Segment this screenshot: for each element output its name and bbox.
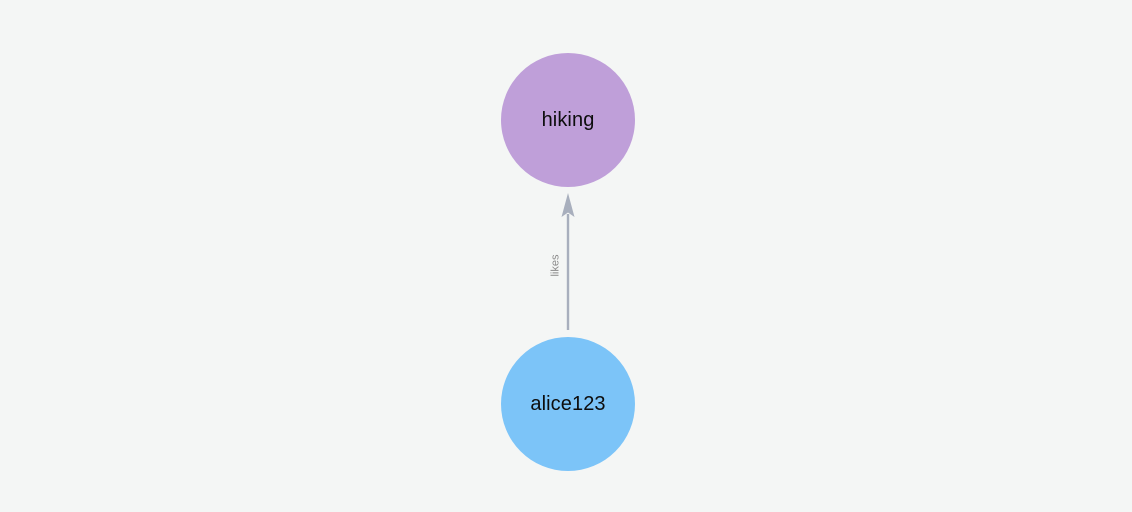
- edge-alice123-likes-hiking[interactable]: [561, 193, 575, 330]
- edge-label-likes: likes: [549, 254, 562, 277]
- graph-node-alice123[interactable]: alice123: [501, 337, 635, 471]
- graph-node-label: alice123: [530, 393, 606, 415]
- graph-node-label: hiking: [541, 109, 595, 131]
- arrowhead-icon: [561, 193, 575, 217]
- graph-node-hiking[interactable]: hiking: [501, 53, 635, 187]
